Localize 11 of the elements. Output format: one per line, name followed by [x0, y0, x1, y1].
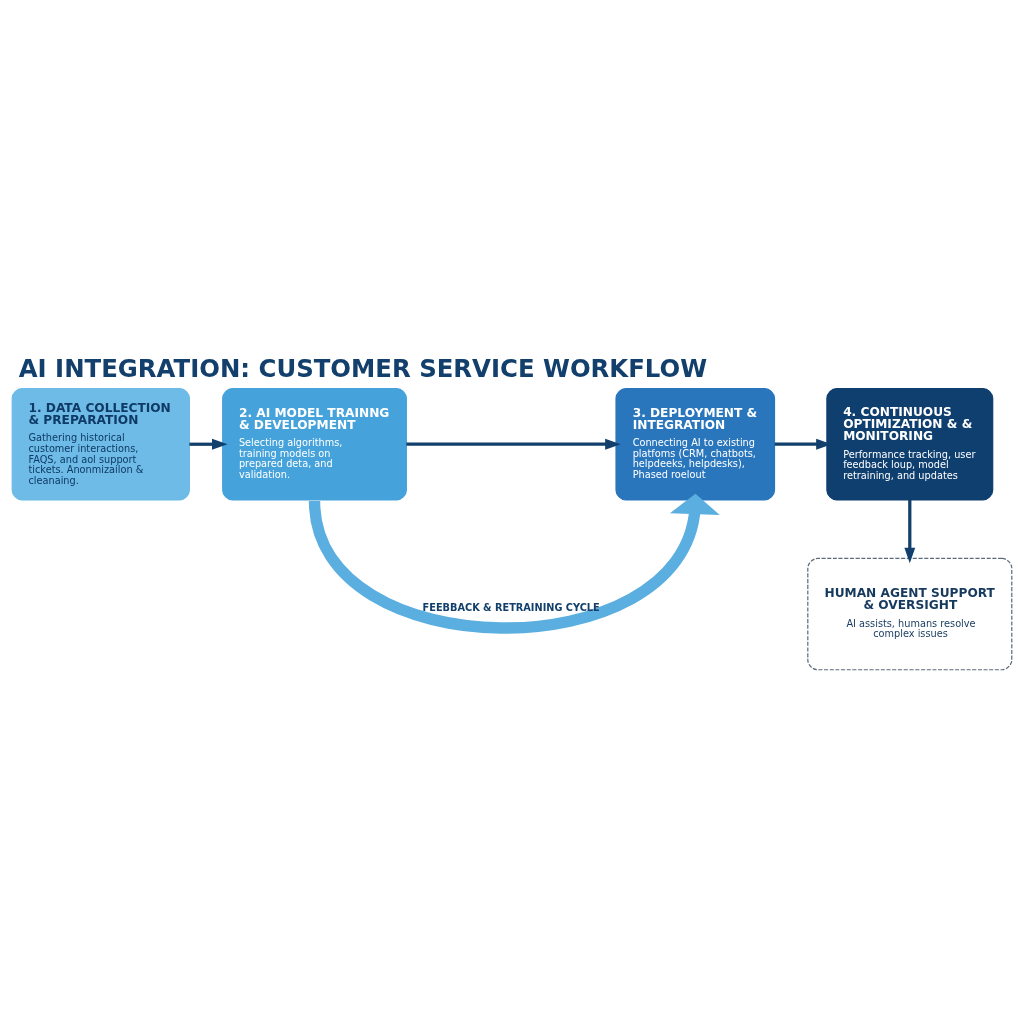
node-box: 1. DATA COLLECTION & PREPARATION Gathering historical customer interactions, FAQS, and aol support tickets. Anonmizailon & cleanaing.	[11, 387, 190, 500]
arrow	[904, 499, 916, 563]
arrow	[189, 438, 228, 450]
node-box: 4. CONTINUOUS OPTIMIZATION & & MONITORING Performance tracking, user feedback loup, model retraining, and updates	[826, 387, 994, 500]
node-box: HUMAN AGENT SUPPORT & OVERSIGHT AI assists, humans resolve complex issues	[807, 557, 1013, 670]
arrow	[406, 438, 621, 450]
edge-label: FEEBBACK & RETRAINING CYCLE	[422, 601, 600, 613]
node-box: 3. DEPLOYMENT & INTEGRATION Connecting AI to existing platfoms (CRM, chatbots, helpdeeks, helpdesks), Phased roelout	[615, 387, 776, 500]
node-box: 2. AI MODEL TRAINNG & DEVELOPMENT Selecting algorithms, training models on prepared deta, and validation.	[222, 387, 407, 500]
diagram-title: AI INTEGRATION: CUSTOMER SERVICE WORKFLOW	[18, 353, 708, 383]
arrow	[308, 493, 720, 633]
